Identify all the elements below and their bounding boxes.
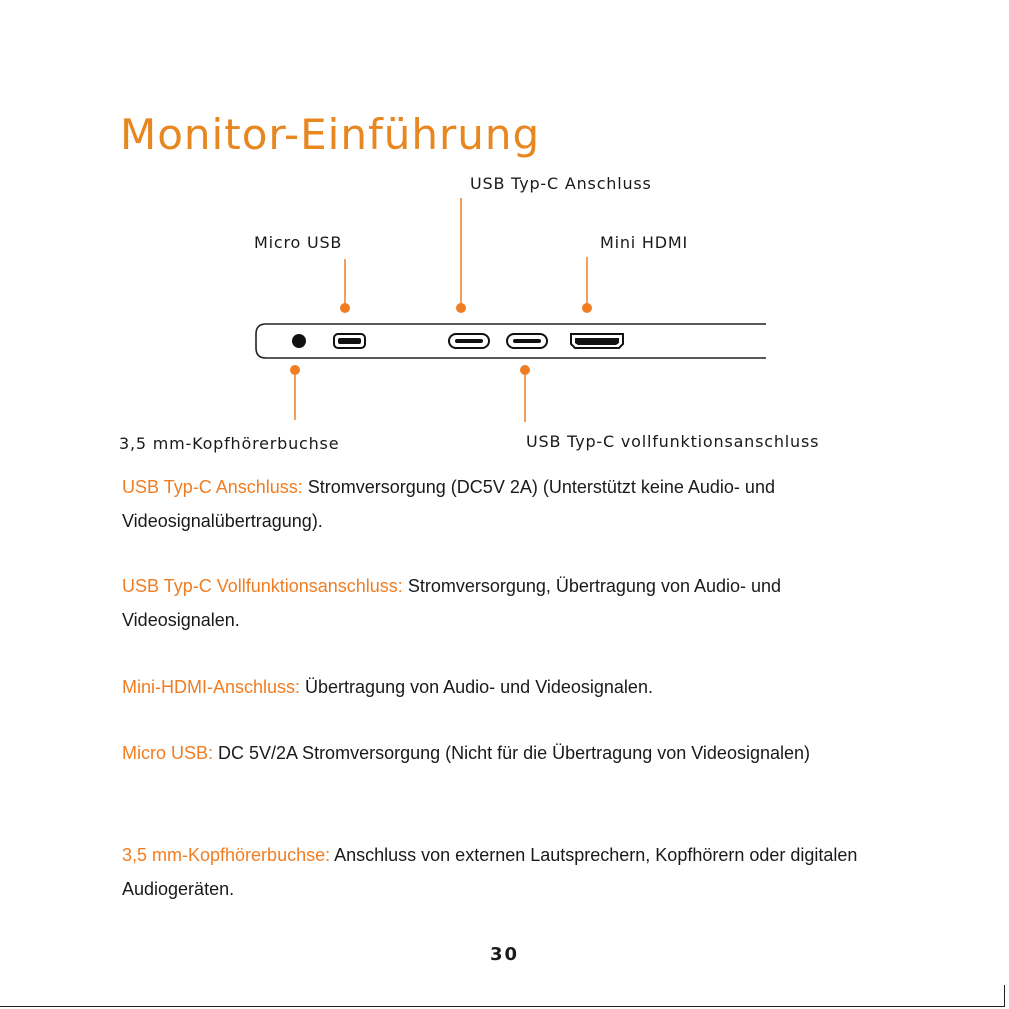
section-key: 3,5 mm-Kopfhörerbuchse: bbox=[122, 845, 331, 865]
section-usb-c-full: USB Typ-C Vollfunktionsanschluss: Stromv… bbox=[122, 569, 882, 637]
page-number: 30 bbox=[489, 944, 520, 965]
section-key: Mini-HDMI-Anschluss: bbox=[122, 677, 301, 697]
micro-usb-pointer bbox=[340, 259, 350, 313]
section-text: Anschluss von externen Lautsprechern, Ko… bbox=[122, 845, 858, 899]
monitor-port-diagram bbox=[255, 198, 766, 422]
headphone-pointer bbox=[290, 365, 300, 420]
section-key: USB Typ-C Anschluss: bbox=[122, 477, 303, 497]
section-micro-usb: Micro USB: DC 5V/2A Stromversorgung (Nic… bbox=[122, 736, 882, 770]
section-text: Stromversorgung, Übertragung von Audio- … bbox=[122, 576, 782, 630]
usb-c-full-label: USB Typ-C vollfunktionsanschluss bbox=[526, 432, 820, 451]
usb-c-label: USB Typ-C Anschluss bbox=[470, 174, 652, 193]
mini-hdmi-pointer bbox=[582, 257, 592, 313]
section-text: Übertragung von Audio- und Videosignalen… bbox=[300, 677, 653, 697]
footer-divider bbox=[0, 1006, 1005, 1007]
page-title: Monitor-Einführung bbox=[120, 110, 541, 159]
section-usb-c: USB Typ-C Anschluss: Stromversorgung (DC… bbox=[122, 470, 882, 538]
usb-c-pointer bbox=[456, 198, 466, 313]
footer-corner-mark bbox=[1004, 985, 1005, 1007]
section-headphone: 3,5 mm-Kopfhörerbuchse: Anschluss von ex… bbox=[122, 838, 882, 906]
section-mini-hdmi: Mini-HDMI-Anschluss: Übertragung von Aud… bbox=[122, 670, 882, 704]
section-text: DC 5V/2A Stromversorgung (Nicht für die … bbox=[213, 743, 810, 763]
usb-c-full-pointer bbox=[520, 365, 530, 422]
section-key: Micro USB: bbox=[122, 743, 214, 763]
headphone-jack-port bbox=[292, 334, 306, 348]
monitor-edge-outline bbox=[255, 323, 766, 359]
section-key: USB Typ-C Vollfunktionsanschluss: bbox=[122, 576, 403, 596]
micro-usb-label: Micro USB bbox=[254, 233, 343, 252]
headphone-label: 3,5 mm-Kopfhörerbuchse bbox=[119, 434, 340, 453]
section-text: Stromversorgung (DC5V 2A) (Unterstützt k… bbox=[122, 477, 775, 531]
mini-hdmi-label: Mini HDMI bbox=[600, 233, 688, 252]
